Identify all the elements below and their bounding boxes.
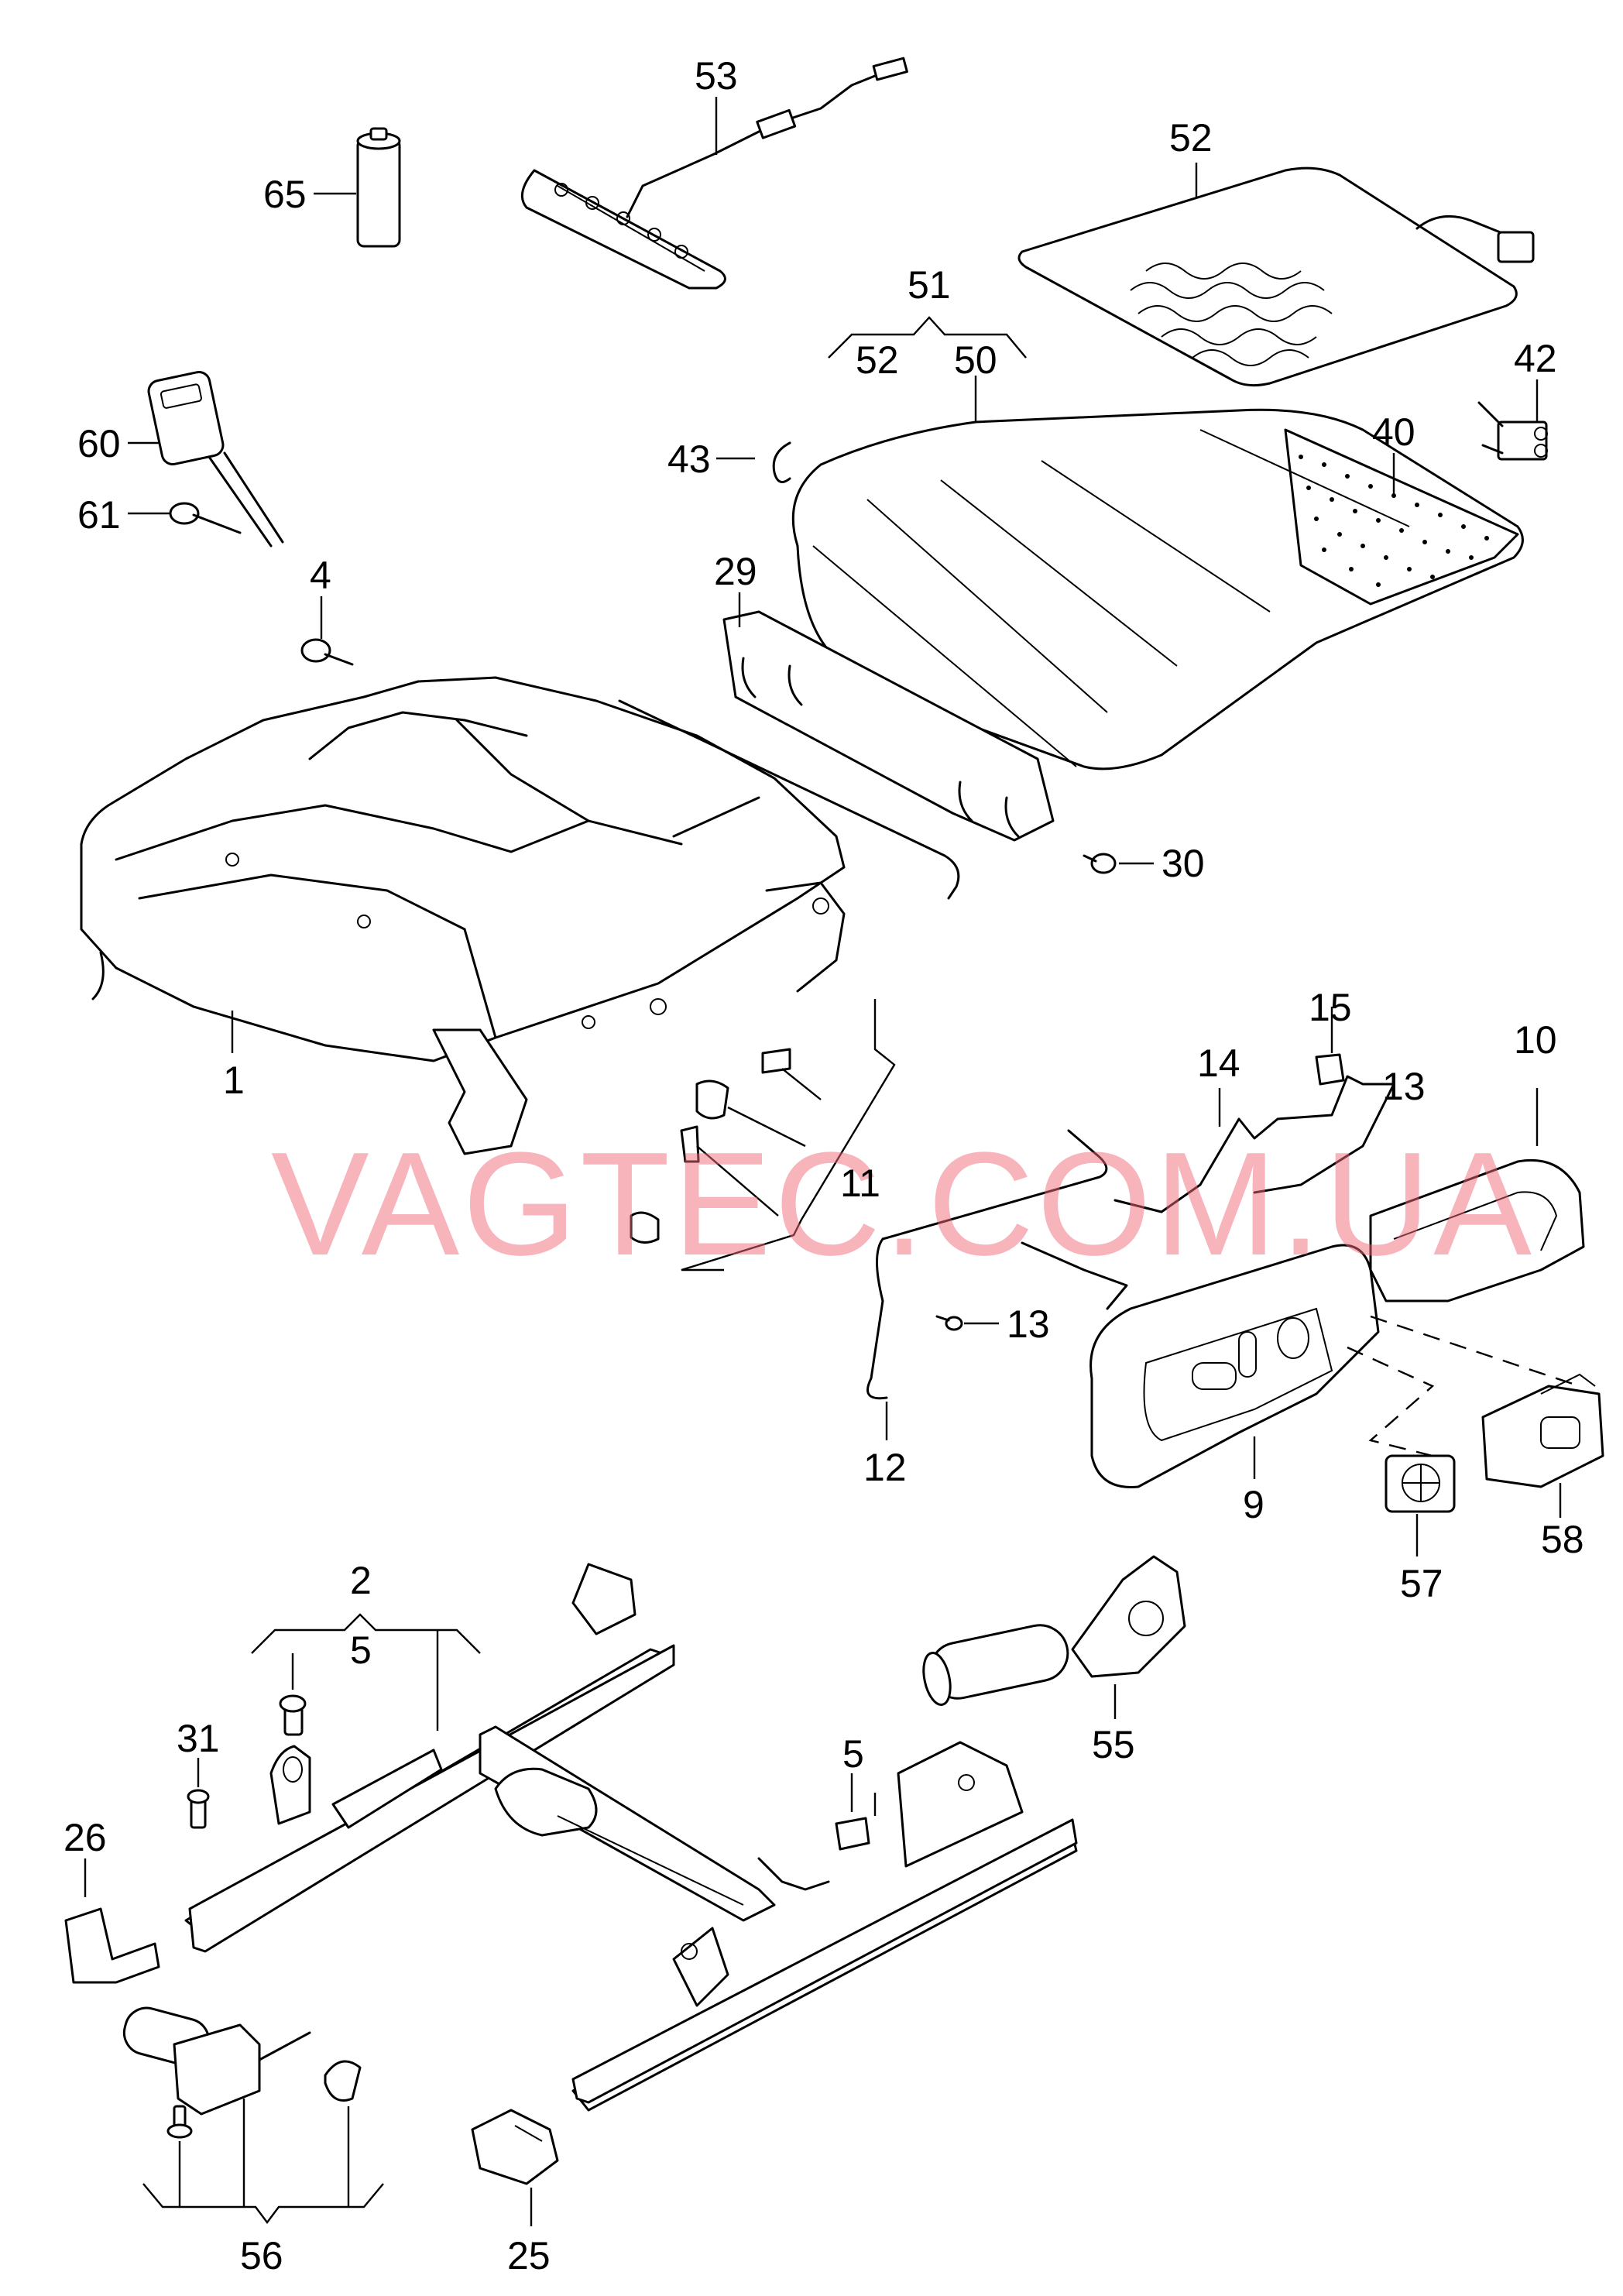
callout-5-guide: 5	[842, 1732, 864, 1776]
part-42-connector	[1477, 379, 1548, 461]
part-11-bushings	[630, 999, 896, 1272]
callout-52-heater: 52	[1169, 116, 1213, 160]
callout-2: 2	[350, 1559, 372, 1602]
callout-60: 60	[77, 422, 121, 465]
callout-29: 29	[714, 550, 757, 593]
part-26-cover	[64, 1858, 160, 1984]
part-10-trim-rear	[1369, 1088, 1585, 1302]
part-4-bolt	[300, 596, 354, 666]
callout-12: 12	[863, 1446, 907, 1489]
callout-61: 61	[77, 493, 121, 537]
callout-42: 42	[1514, 337, 1557, 380]
callout-51: 51	[908, 263, 951, 307]
part-2-bracket	[251, 1613, 481, 1731]
callout-30: 30	[1161, 842, 1205, 885]
callout-53: 53	[695, 54, 738, 98]
part-15-clip	[1315, 1007, 1345, 1086]
callout-50: 50	[954, 338, 997, 382]
callout-31: 31	[177, 1717, 220, 1760]
part-51-bracket	[828, 316, 1027, 359]
callout-52: 52	[856, 338, 899, 382]
seat-rails	[184, 1563, 1078, 2112]
callout-9: 9	[1243, 1483, 1264, 1526]
part-12-wire	[866, 1129, 1108, 1440]
callout-14: 14	[1197, 1042, 1240, 1085]
callout-1: 1	[223, 1059, 245, 1102]
callout-10: 10	[1514, 1018, 1557, 1062]
callout-5-screw: 5	[350, 1628, 372, 1672]
part-56-motor-kit	[122, 2006, 384, 2224]
part-30-screw	[1083, 853, 1154, 874]
perforation-pattern	[1299, 455, 1489, 587]
rod	[618, 699, 960, 900]
callout-55: 55	[1092, 1723, 1135, 1766]
part-43-clip	[716, 441, 791, 483]
part-53-sensor-mat	[520, 57, 908, 290]
part-60-belt-buckle	[128, 370, 284, 547]
dashed-leaders	[1347, 1315, 1580, 1457]
part-65-canister	[314, 127, 401, 248]
part-61-bolt	[128, 502, 242, 534]
part-9-trim-front	[1089, 1244, 1380, 1488]
callout-26: 26	[63, 1816, 107, 1859]
part-25-cover	[471, 2109, 559, 2226]
part-57-switch	[1385, 1454, 1456, 1556]
part-29-bracket	[722, 592, 1055, 842]
callout-56: 56	[240, 2234, 283, 2277]
callout-15: 15	[1309, 986, 1352, 1029]
part-58-switch-unit	[1481, 1373, 1604, 1518]
part-5-screw	[279, 1653, 307, 1736]
part-55-motor	[922, 1555, 1186, 1719]
part-52-heating-element	[1017, 163, 1535, 387]
callout-43: 43	[667, 438, 711, 481]
callout-25: 25	[507, 2234, 551, 2277]
part-5-guide	[835, 1773, 870, 1851]
part-31-bolt	[187, 1758, 210, 1829]
callout-labels: 53 52 65 51 52 50 42 60 43 40 61 29 4 30…	[63, 54, 1584, 2277]
part-14-wire	[1021, 1075, 1395, 1310]
callout-57: 57	[1400, 1562, 1443, 1605]
callout-58: 58	[1541, 1518, 1584, 1561]
callout-13-upper: 13	[1382, 1065, 1426, 1108]
callout-11: 11	[840, 1162, 880, 1205]
part-1-seat-frame	[80, 676, 846, 1155]
callout-4: 4	[310, 554, 331, 597]
callout-65: 65	[263, 173, 307, 216]
watermark: VAGTEC.COM.UA	[271, 1122, 1535, 1286]
callout-13-lower: 13	[1007, 1302, 1050, 1346]
callout-40: 40	[1372, 410, 1415, 454]
